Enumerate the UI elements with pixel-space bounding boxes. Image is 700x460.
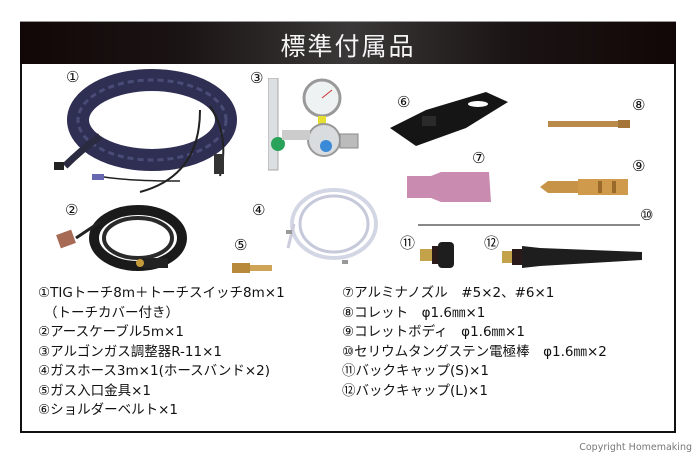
gas-hose-image bbox=[286, 188, 378, 264]
item-number-12: ⑫ bbox=[484, 234, 500, 252]
list-item: ③アルゴンガス調整器R-11×1 bbox=[38, 343, 222, 360]
item-list-left: ①TIGトーチ8m＋トーチスイッチ8m×1 （トーチカバー付き） ②アースケーブ… bbox=[38, 284, 285, 421]
list-item: ⑥ショルダーベルト×1 bbox=[38, 402, 179, 418]
item-number-6: ⑥ bbox=[397, 93, 411, 111]
item-number-7: ⑦ bbox=[472, 149, 486, 167]
item-number-5: ⑤ bbox=[234, 236, 248, 254]
back-cap-s-image bbox=[420, 242, 454, 268]
alumina-nozzle-image bbox=[407, 172, 491, 202]
gas-fitting-image bbox=[232, 263, 272, 273]
shoulder-belt-image bbox=[390, 92, 508, 146]
list-item: ②アースケーブル5m×1 bbox=[38, 324, 184, 340]
list-item: ⑪バックキャップ(S)×1 bbox=[342, 363, 490, 379]
item-number-2: ② bbox=[65, 201, 79, 219]
copyright-text: Copyright Homemaking bbox=[579, 442, 692, 453]
back-cap-l-image bbox=[502, 246, 642, 268]
list-item: ⑤ガス入口金具×1 bbox=[38, 382, 152, 399]
item-number-1: ① bbox=[66, 68, 80, 86]
header-bar: 標準付属品 bbox=[20, 21, 676, 64]
item-number-4: ④ bbox=[252, 201, 266, 219]
item-number-8: ⑧ bbox=[632, 96, 646, 114]
item-list-right: ⑦アルミナノズル #5×2、#6×1 ⑧コレット φ1.6㎜×1 ⑨コレットボデ… bbox=[342, 284, 607, 401]
collet-image bbox=[548, 120, 630, 128]
list-item: ①TIGトーチ8m＋トーチスイッチ8m×1 bbox=[38, 285, 285, 301]
earth-cable-image bbox=[56, 205, 187, 271]
list-item: ⑫バックキャップ(L)×1 bbox=[342, 382, 488, 399]
list-item: ⑨コレットボディ φ1.6㎜×1 bbox=[342, 324, 525, 340]
gas-regulator-image bbox=[268, 78, 359, 171]
item-number-11: ⑪ bbox=[400, 234, 416, 252]
item-number-10: ⑩ bbox=[640, 206, 654, 224]
tig-torch-image bbox=[54, 69, 237, 193]
list-item: ⑧コレット φ1.6㎜×1 bbox=[342, 304, 486, 321]
list-item: ⑩セリウムタングステン電極棒 φ1.6㎜×2 bbox=[342, 343, 607, 360]
electrode-image bbox=[418, 224, 640, 226]
item-number-3: ③ bbox=[250, 69, 264, 87]
list-item: （トーチカバー付き） bbox=[44, 304, 179, 321]
list-item: ④ガスホース3m×1(ホースバンド×2) bbox=[38, 363, 271, 379]
list-item: ⑦アルミナノズル #5×2、#6×1 bbox=[342, 285, 555, 301]
collet-body-image bbox=[540, 179, 628, 195]
page-title: 標準付属品 bbox=[280, 32, 416, 61]
item-number-9: ⑨ bbox=[632, 157, 646, 175]
